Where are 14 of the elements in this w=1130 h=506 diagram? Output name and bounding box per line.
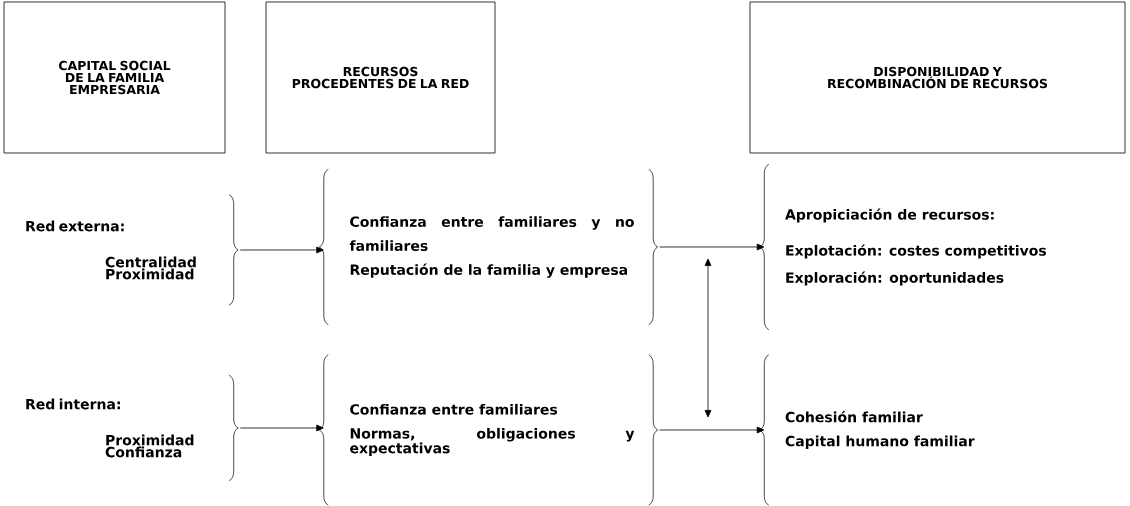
- arrow: [659, 426, 765, 434]
- arrow: [239, 246, 324, 254]
- bracketed-group: Red interna: Proximidad Confianza: [26, 374, 239, 482]
- bracketed-group: Confianza entre familiares y no familiares Reputación de la familia y empresa: [318, 168, 659, 326]
- bracketed-group: Confianza entre familiares Normas, obligaciones y expectativas: [318, 354, 659, 506]
- arrow: [704, 258, 712, 418]
- arrow: [239, 424, 324, 432]
- arrow: [659, 243, 765, 251]
- title-box: DISPONIBILIDAD Y RECOMBINACIÓN DE RECURSOS: [749, 1, 1126, 154]
- bracketed-group: Apropiciación de recursos: Explotación: costes competitivos Exploración: oportunidades: [759, 163, 1046, 331]
- bracketed-group: Cohesión familiar Capital humano familiar: [759, 354, 975, 506]
- title-box: CAPITAL SOCIAL DE LA FAMILIA EMPRESARIA: [3, 1, 226, 154]
- bracketed-group: Red externa: Centralidad Proximidad: [26, 194, 239, 306]
- title-box: RECURSOS PROCEDENTES DE LA RED: [265, 1, 496, 154]
